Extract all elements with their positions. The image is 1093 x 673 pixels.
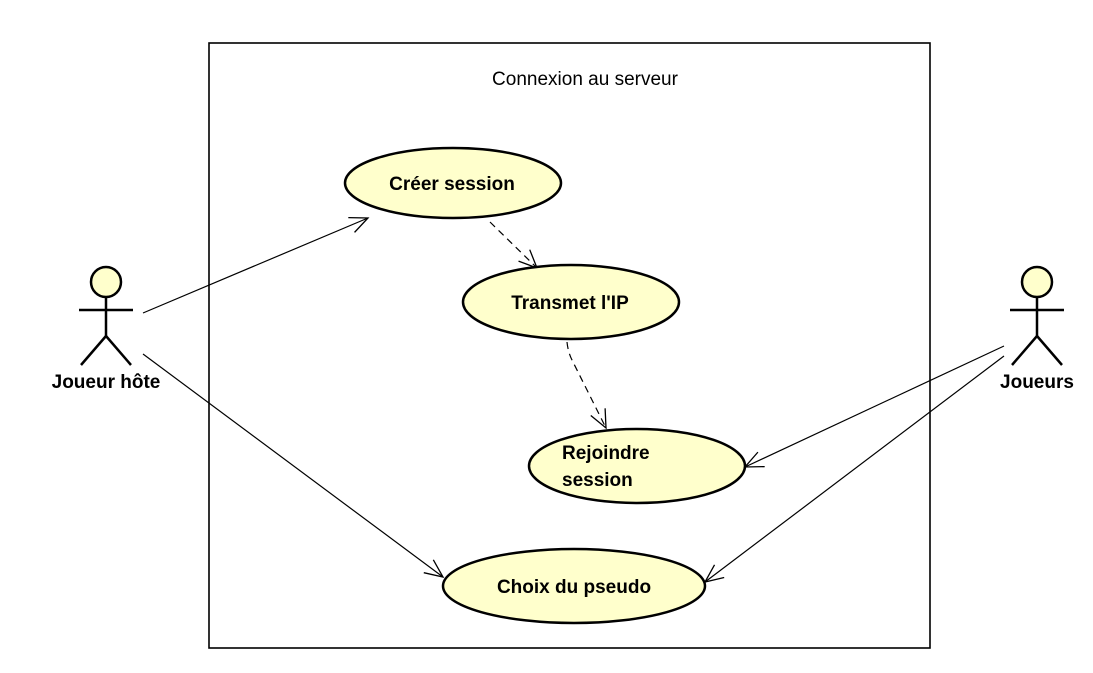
use-case-join-session-line2: session <box>562 470 633 491</box>
system-boundary <box>208 42 931 649</box>
actor-host-head <box>89 265 123 299</box>
association-host-choose-pseudo <box>142 353 445 578</box>
association-host-create-session <box>142 216 370 314</box>
actor-players-label: Joueurs <box>1000 372 1074 393</box>
actor-players-left-leg <box>1011 335 1038 366</box>
actor-players-head <box>1020 265 1054 299</box>
use-case-create-session[interactable]: Créer session <box>343 146 563 220</box>
actor-host-left-leg <box>80 335 107 366</box>
use-case-choose-pseudo[interactable]: Choix du pseudo <box>441 547 707 625</box>
association-players-choose-pseudo <box>703 355 1005 583</box>
actor-host-label: Joueur hôte <box>52 372 161 393</box>
actor-host-right-leg <box>105 335 132 366</box>
dependency-create-to-transmit <box>489 221 539 270</box>
use-case-choose-pseudo-ellipse <box>441 547 707 625</box>
use-case-transmit-ip[interactable]: Transmet l'IP <box>461 263 681 341</box>
use-case-join-session-line1: Rejoindre <box>562 443 650 464</box>
use-case-join-session-ellipse <box>527 427 747 505</box>
use-case-create-session-ellipse <box>343 146 563 220</box>
actor-players-right-leg <box>1036 335 1063 366</box>
dependency-transmit-to-join <box>566 341 607 430</box>
association-players-join-session <box>743 345 1005 468</box>
use-case-transmit-ip-label: Transmet l'IP <box>511 293 629 314</box>
actor-host[interactable]: Joueur hôte <box>52 265 161 393</box>
system-boundary-title: Connexion au serveur <box>492 69 679 90</box>
use-case-choose-pseudo-label: Choix du pseudo <box>497 577 651 598</box>
use-case-join-session[interactable]: Rejoindre session <box>527 427 747 505</box>
use-case-transmit-ip-ellipse <box>461 263 681 341</box>
use-case-create-session-label: Créer session <box>389 174 515 195</box>
actor-players[interactable]: Joueurs <box>1000 265 1074 393</box>
